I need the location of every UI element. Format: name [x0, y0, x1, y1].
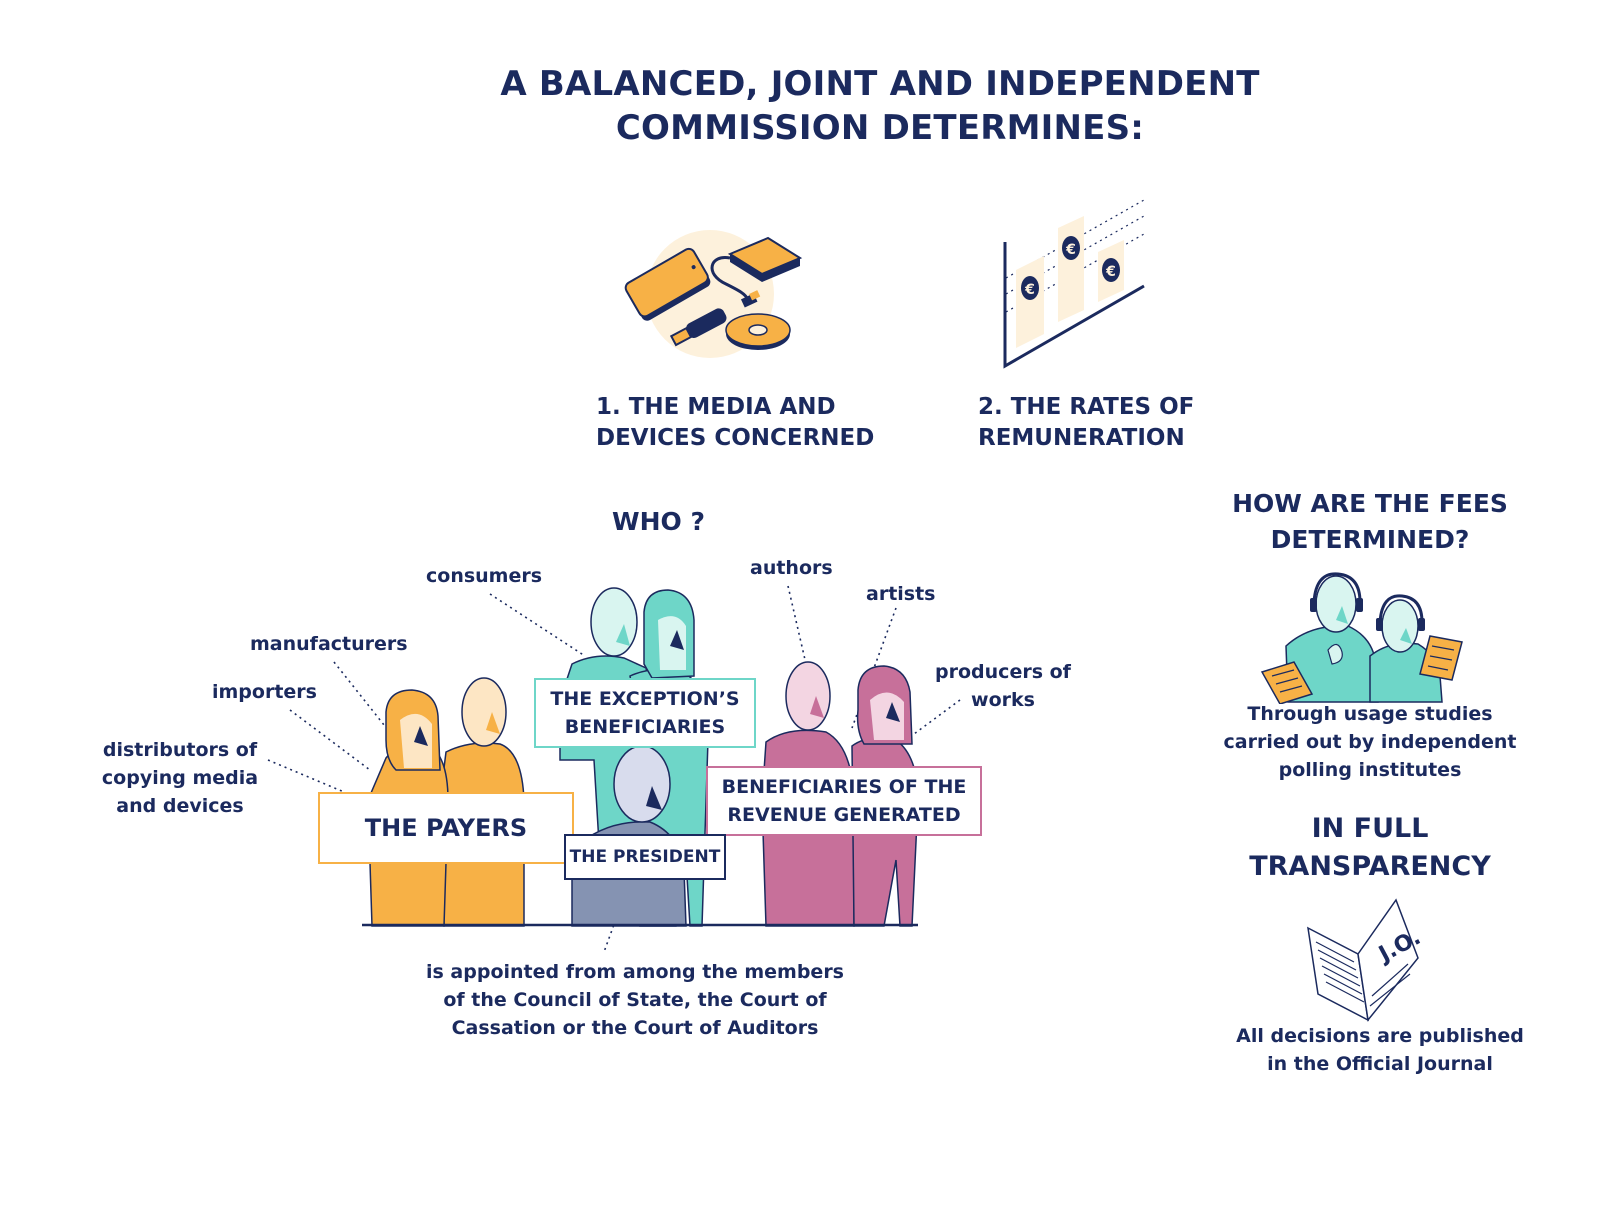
- president-note-line-2: of the Council of State, the Court of: [443, 989, 827, 1011]
- president-box-label: THE PRESIDENT: [569, 847, 721, 867]
- rates-caption: 2. THE RATES OF REMUNERATION: [978, 392, 1194, 454]
- transparency-heading: IN FULL TRANSPARENCY: [1200, 810, 1540, 886]
- label-importers: importers: [212, 681, 317, 703]
- exception-beneficiaries-box: THE EXCEPTION’S BENEFICIARIES: [534, 678, 756, 748]
- fees-text-line-2: carried out by independent: [1223, 731, 1517, 753]
- payers-box-label: THE PAYERS: [364, 814, 528, 842]
- label-producers: producers of works: [928, 658, 1078, 714]
- label-distributors-line-2: copying media: [101, 767, 259, 789]
- rates-caption-line-1: 2. THE RATES OF: [978, 394, 1195, 420]
- leader-distributors: [267, 759, 345, 793]
- transparency-description: All decisions are published in the Offic…: [1210, 1022, 1550, 1078]
- leader-manufacturers: [333, 661, 389, 731]
- president-appointment-note: is appointed from among the members of t…: [410, 958, 860, 1042]
- leader-consumers: [489, 593, 586, 657]
- media-caption-line-2: DEVICES CONCERNED: [596, 425, 875, 451]
- label-artists: artists: [866, 583, 936, 605]
- svg-text:€: €: [1065, 242, 1076, 258]
- svg-text:€: €: [1024, 282, 1035, 298]
- label-authors: authors: [750, 557, 833, 579]
- fees-description: Through usage studies carried out by ind…: [1200, 700, 1540, 784]
- label-producers-line-2: works: [971, 689, 1035, 711]
- polling-agents-icon: [1260, 572, 1463, 704]
- label-distributors-line-1: distributors of: [102, 739, 258, 761]
- label-manufacturers: manufacturers: [250, 633, 408, 655]
- label-distributors: distributors of copying media and device…: [92, 736, 268, 820]
- official-journal-icon: J.O.: [1307, 898, 1425, 1022]
- label-producers-line-1: producers of: [935, 661, 1071, 683]
- exception-box-line-1: THE EXCEPTION’S: [550, 688, 740, 710]
- fees-heading: HOW ARE THE FEES DETERMINED?: [1200, 486, 1540, 558]
- revenue-box-line-1: BENEFICIARIES OF THE: [721, 776, 967, 798]
- transparency-heading-line-2: TRANSPARENCY: [1249, 851, 1491, 882]
- payers-box: THE PAYERS: [318, 792, 574, 864]
- svg-text:€: €: [1105, 264, 1116, 280]
- fees-heading-line-2: DETERMINED?: [1270, 525, 1470, 554]
- label-consumers: consumers: [426, 565, 543, 587]
- leader-authors: [787, 585, 807, 665]
- president-note-line-1: is appointed from among the members: [425, 961, 844, 983]
- transparency-heading-line-1: IN FULL: [1311, 813, 1429, 844]
- revenue-beneficiaries-box: BENEFICIARIES OF THE REVENUE GENERATED: [706, 766, 982, 836]
- transparency-text-line-2: in the Official Journal: [1267, 1053, 1493, 1075]
- rates-chart-icon: € € €: [1003, 199, 1145, 369]
- who-heading: WHO ?: [612, 507, 705, 536]
- fees-text-line-3: polling institutes: [1278, 759, 1462, 781]
- fees-heading-line-1: HOW ARE THE FEES: [1232, 489, 1508, 518]
- media-devices-icon: [624, 230, 803, 358]
- revenue-box-line-2: REVENUE GENERATED: [727, 804, 961, 826]
- media-caption-line-1: 1. THE MEDIA AND: [596, 394, 836, 420]
- media-devices-caption: 1. THE MEDIA AND DEVICES CONCERNED: [596, 392, 874, 454]
- president-box: THE PRESIDENT: [564, 834, 726, 880]
- transparency-text-line-1: All decisions are published: [1236, 1025, 1524, 1047]
- fees-text-line-1: Through usage studies: [1247, 703, 1493, 725]
- page-title: A BALANCED, JOINT AND INDEPENDENT COMMIS…: [0, 62, 1600, 150]
- exception-box-line-2: BENEFICIARIES: [564, 716, 726, 738]
- leader-importers: [289, 709, 371, 771]
- president-note-line-3: Cassation or the Court of Auditors: [451, 1017, 819, 1039]
- title-line-1: A BALANCED, JOINT AND INDEPENDENT: [500, 64, 1260, 104]
- title-line-2: COMMISSION DETERMINES:: [615, 108, 1145, 148]
- label-distributors-line-3: and devices: [116, 795, 244, 817]
- rates-caption-line-2: REMUNERATION: [978, 425, 1185, 451]
